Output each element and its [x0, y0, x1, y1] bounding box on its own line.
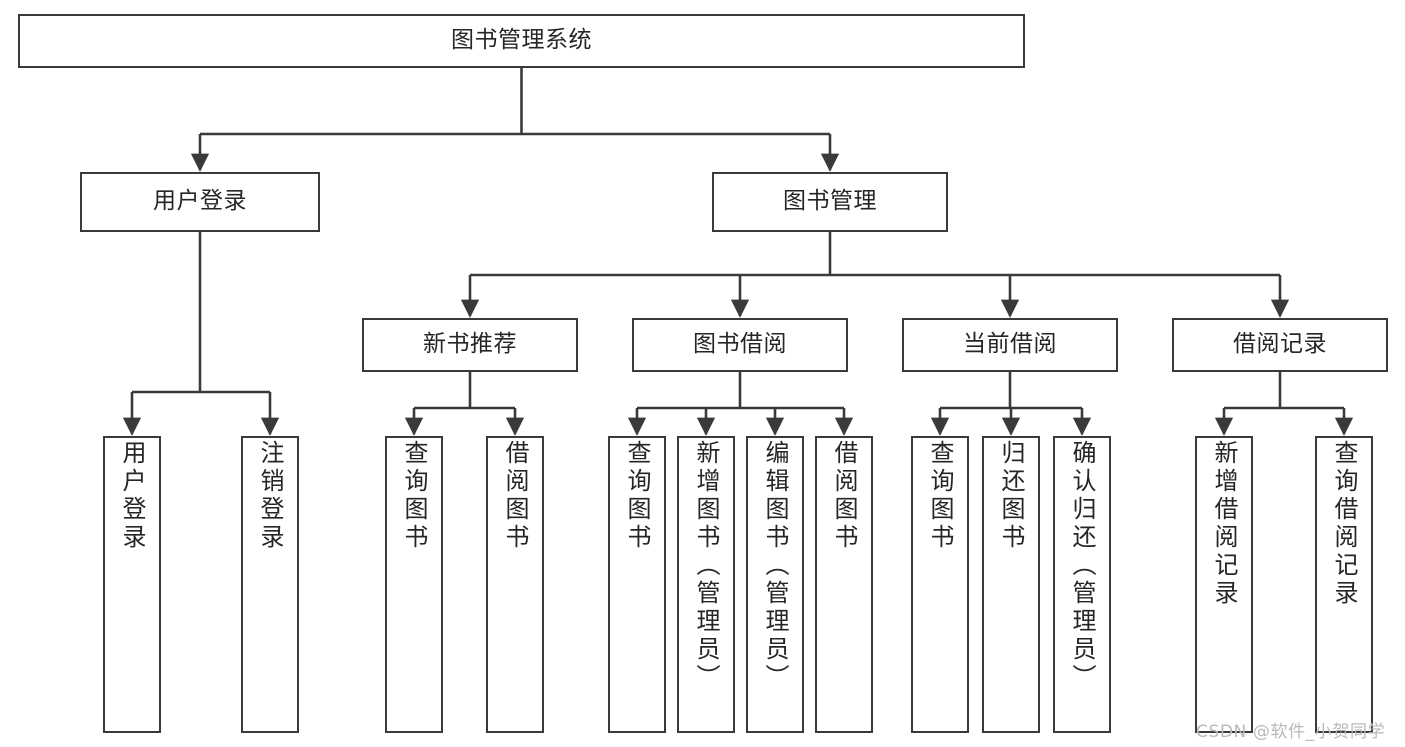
node-label: 用户登录: [153, 188, 247, 215]
node-label: 借阅记录: [1233, 331, 1327, 358]
node-leaf-12[interactable]: 查询借阅记录: [1315, 436, 1373, 733]
node-label: 注销登录: [256, 440, 284, 552]
node-label: 当前借阅: [963, 331, 1057, 358]
node-leaf-5[interactable]: 新增图书（管理员）: [677, 436, 735, 733]
node-leaf-10[interactable]: 确认归还（管理员）: [1053, 436, 1111, 733]
node-label: 图书管理: [783, 188, 877, 215]
node-leaf-2[interactable]: 查询图书: [385, 436, 443, 733]
node-level3-2[interactable]: 当前借阅: [902, 318, 1118, 372]
node-label: 图书借阅: [693, 331, 787, 358]
node-leaf-3[interactable]: 借阅图书: [486, 436, 544, 733]
node-label: 查询图书: [926, 440, 954, 552]
node-label: 新书推荐: [423, 331, 517, 358]
node-label: 借阅图书: [501, 440, 529, 552]
node-level3-0[interactable]: 新书推荐: [362, 318, 578, 372]
node-label: 归还图书: [997, 440, 1025, 552]
node-label: 编辑图书（管理员）: [761, 440, 789, 692]
node-leaf-8[interactable]: 查询图书: [911, 436, 969, 733]
node-label: 图书管理系统: [451, 27, 592, 54]
node-label: 查询图书: [400, 440, 428, 552]
node-level2-1[interactable]: 图书管理: [712, 172, 948, 232]
node-label: 查询借阅记录: [1330, 440, 1358, 608]
node-label: 新增图书（管理员）: [692, 440, 720, 692]
node-leaf-1[interactable]: 注销登录: [241, 436, 299, 733]
node-label: 查询图书: [623, 440, 651, 552]
node-leaf-9[interactable]: 归还图书: [982, 436, 1040, 733]
node-level3-3[interactable]: 借阅记录: [1172, 318, 1388, 372]
node-level3-1[interactable]: 图书借阅: [632, 318, 848, 372]
node-level2-0[interactable]: 用户登录: [80, 172, 320, 232]
node-leaf-7[interactable]: 借阅图书: [815, 436, 873, 733]
node-leaf-0[interactable]: 用户登录: [103, 436, 161, 733]
node-label: 借阅图书: [830, 440, 858, 552]
node-label: 确认归还（管理员）: [1068, 440, 1096, 692]
node-root[interactable]: 图书管理系统: [18, 14, 1025, 68]
node-label: 用户登录: [118, 440, 146, 552]
csdn-watermark: CSDN @软件_小贺同学: [1196, 722, 1386, 742]
node-leaf-11[interactable]: 新增借阅记录: [1195, 436, 1253, 733]
node-leaf-6[interactable]: 编辑图书（管理员）: [746, 436, 804, 733]
node-leaf-4[interactable]: 查询图书: [608, 436, 666, 733]
node-label: 新增借阅记录: [1210, 440, 1238, 608]
